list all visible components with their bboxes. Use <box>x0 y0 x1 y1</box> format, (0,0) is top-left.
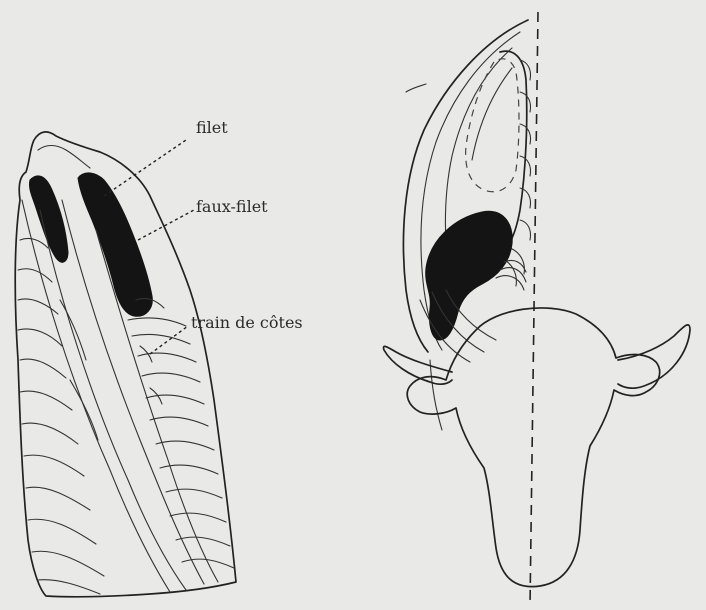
head-outline <box>407 308 659 587</box>
train-de-cotes-leader <box>150 326 188 354</box>
filet-label: filet <box>196 118 228 137</box>
spine-arc-2 <box>500 268 526 282</box>
spine-arc-3 <box>496 276 524 290</box>
faux-filet-label: faux-filet <box>196 197 268 216</box>
bone-line-1 <box>22 200 170 592</box>
steer-front-drawing <box>384 12 691 606</box>
right-horn <box>618 325 690 388</box>
train-de-cotes-label: train de côtes <box>191 313 303 332</box>
body-arc-4 <box>472 68 512 160</box>
flank-line-4 <box>430 360 442 430</box>
faux-filet-leader <box>138 210 194 240</box>
inner-dashed-contour <box>466 59 519 192</box>
loin-tip-line <box>38 146 90 169</box>
stray-stroke <box>406 84 426 92</box>
faux-filet-muscle <box>29 176 68 262</box>
body-arc-outer <box>403 20 528 352</box>
